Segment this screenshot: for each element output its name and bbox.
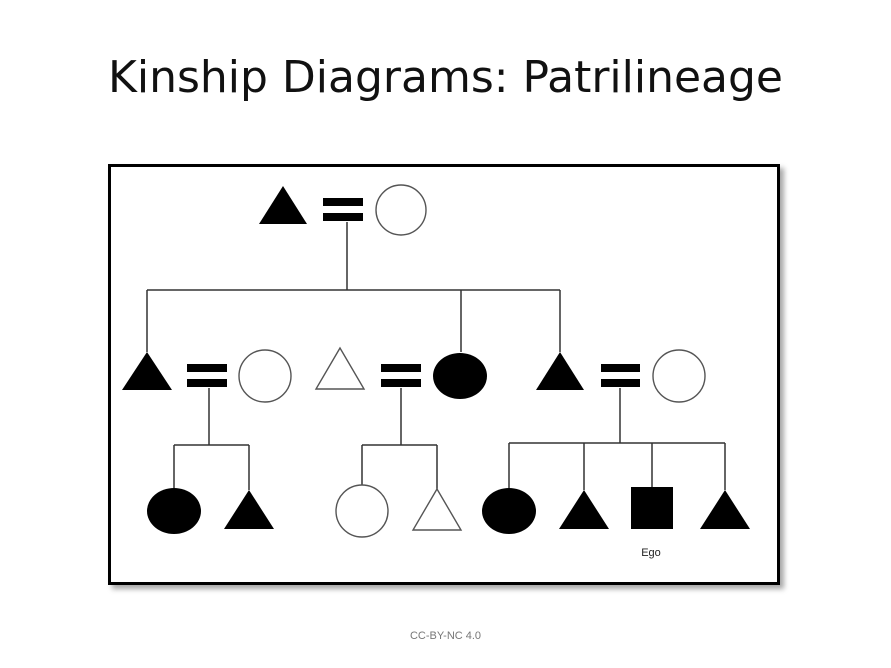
g3-c-daughter-symbol (482, 488, 536, 534)
g3-a-son-symbol (224, 490, 274, 529)
g2-son2-marriage-bar-top (601, 364, 640, 372)
g3-b-son-symbol (411, 487, 463, 531)
g3-a-daughter-symbol (147, 488, 201, 534)
g2-daughter-husband-symbol (314, 346, 366, 390)
g3-c-son1-symbol (559, 490, 609, 529)
ego-label: Ego (641, 547, 661, 559)
g2-daughter-marriage-bar-top (381, 364, 421, 372)
g3-b-daughter-symbol (335, 484, 389, 538)
g3-c-son2-symbol (700, 490, 750, 529)
g2-son1-symbol (122, 352, 172, 390)
g2-son1-marriage-bar-bottom (187, 379, 227, 387)
g2-son1-marriage-bar-top (187, 364, 227, 372)
g1-marriage-bar-bottom (323, 213, 363, 221)
g3-c-ego-symbol (631, 487, 673, 529)
g1-marriage-bar-top (323, 198, 363, 206)
slide-title: Kinship Diagrams: Patrilineage (107, 52, 784, 103)
g2-son2-wife-symbol (652, 349, 706, 403)
g2-daughter-marriage-bar-bottom (381, 379, 421, 387)
license-footer: CC-BY-NC 4.0 (409, 630, 482, 642)
g2-son2-marriage-bar-bottom (601, 379, 640, 387)
g1-mother-symbol (375, 184, 427, 236)
g2-daughter-symbol (433, 353, 487, 399)
g2-son2-symbol (536, 352, 584, 390)
g2-son1-wife-symbol (238, 349, 292, 403)
g1-father-symbol (259, 186, 307, 224)
